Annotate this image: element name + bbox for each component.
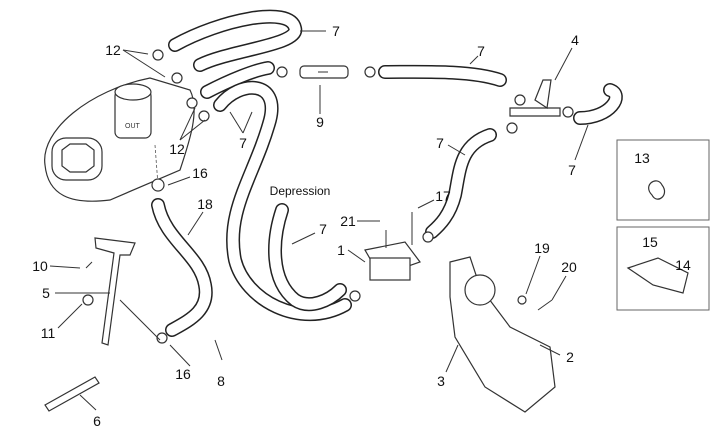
- fuel-pump: [364, 212, 421, 281]
- callout-8: 8: [217, 373, 225, 389]
- pipe: [44, 376, 100, 412]
- callout-18: 18: [197, 196, 213, 212]
- clip-13: [648, 180, 666, 200]
- callout-12: 12: [169, 141, 185, 157]
- mounting-bracket: [82, 237, 161, 346]
- tank-out-marking: OUT: [125, 123, 141, 130]
- callout-2: 2: [566, 349, 574, 365]
- callout-6: 6: [93, 413, 101, 429]
- callout-7: 7: [319, 221, 327, 237]
- callout-7: 7: [332, 23, 340, 39]
- callout-19: 19: [534, 240, 550, 256]
- callout-3: 3: [437, 373, 445, 389]
- bolt-8: [214, 339, 223, 361]
- hoses: [151, 9, 623, 337]
- callout-7: 7: [239, 135, 247, 151]
- callout-1: 1: [337, 242, 345, 258]
- callout-7: 7: [568, 162, 576, 178]
- callout-14: 14: [675, 257, 691, 273]
- callout-16: 16: [175, 366, 191, 382]
- fuel-tank-plate: OUT: [44, 77, 195, 202]
- callout-21: 21: [340, 213, 356, 229]
- depression-annotation: Depression: [269, 184, 331, 198]
- callout-15: 15: [642, 234, 658, 250]
- callout-5: 5: [42, 285, 50, 301]
- leader-lines: [49, 30, 589, 411]
- pump-bracket: [449, 256, 556, 413]
- washer: [517, 295, 527, 305]
- callout-17: 17: [435, 188, 451, 204]
- callout-7: 7: [477, 43, 485, 59]
- callout-9: 9: [316, 114, 324, 130]
- callout-12: 12: [105, 42, 121, 58]
- t-fitting-bracket: [509, 79, 561, 117]
- clamp-14-15: [626, 257, 689, 294]
- callout-4: 4: [571, 32, 579, 48]
- callout-10: 10: [32, 258, 48, 274]
- detail-box-clamp: [616, 226, 710, 311]
- callout-7: 7: [436, 135, 444, 151]
- fuel-filter: [299, 65, 349, 79]
- callout-13: 13: [634, 150, 650, 166]
- detail-box-clip: [616, 139, 710, 221]
- callout-16: 16: [192, 165, 208, 181]
- bolt-20: [537, 299, 553, 311]
- hose-clamps: [151, 49, 574, 344]
- callout-20: 20: [561, 259, 577, 275]
- callout-11: 11: [40, 325, 56, 341]
